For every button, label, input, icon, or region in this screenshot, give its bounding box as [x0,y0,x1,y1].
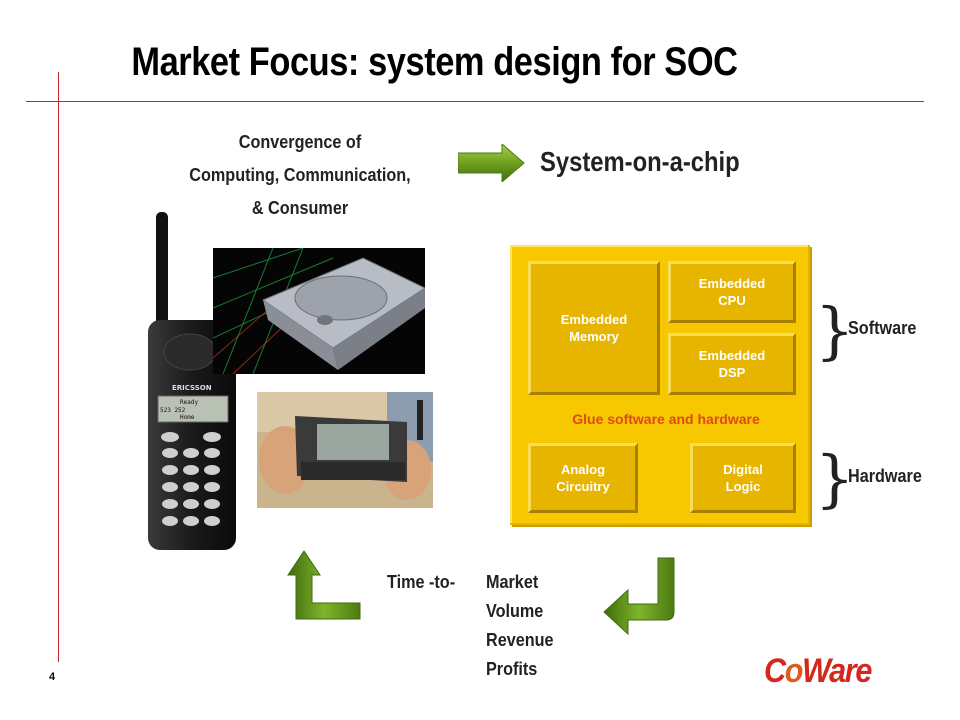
time-to-item-market: Market [486,572,539,592]
title-underline [26,101,924,102]
time-to-prefix: Time -to- [387,572,456,592]
convergence-line-3: & Consumer [251,198,349,218]
mobile-phone-image: ERICSSON Ready 523 252 Home [148,212,236,550]
convergence-line-2: Computing, Communication, [189,165,411,185]
glue-label: Glue software and hardware [572,411,760,427]
embedded-dsp-block: Embedded DSP [668,333,796,395]
svg-text:Ready: Ready [180,399,198,406]
software-brace-icon: } [815,294,855,367]
phone-brand-text: ERICSSON [172,384,212,392]
page-number: 4 [49,671,56,683]
svg-text:523 252: 523 252 [160,407,186,414]
embedded-memory-block: Embedded Memory [528,261,660,395]
communicator-device-image [257,392,433,508]
convergence-text: Convergence of Computing, Communication,… [150,126,450,225]
coware-logo: CoWare [764,652,872,690]
time-to-item-profits: Profits [486,659,538,679]
game-console-image [213,248,425,374]
digital-logic-block: Digital Logic [690,443,796,513]
hardware-brace-icon: } [815,442,855,515]
curved-up-arrow-icon [287,550,361,620]
time-to-item-revenue: Revenue [486,630,554,650]
time-to-item-volume: Volume [486,601,544,621]
slide-title: Market Focus: system design for SOC [131,40,738,84]
convergence-line-1: Convergence of [238,132,362,152]
hardware-label: Hardware [848,466,922,486]
curved-down-arrow-icon [603,557,675,636]
right-arrow-icon [458,144,525,182]
left-margin-rule [58,72,59,662]
svg-text:Home: Home [180,414,195,421]
software-label: Software [848,318,917,338]
soc-chip-diagram: Embedded Memory Embedded CPU Embedded DS… [510,245,810,525]
time-to-list: Market Volume Revenue Profits [486,568,554,684]
soc-label: System-on-a-chip [540,146,740,177]
embedded-cpu-block: Embedded CPU [668,261,796,323]
analog-circuitry-block: Analog Circuitry [528,443,638,513]
